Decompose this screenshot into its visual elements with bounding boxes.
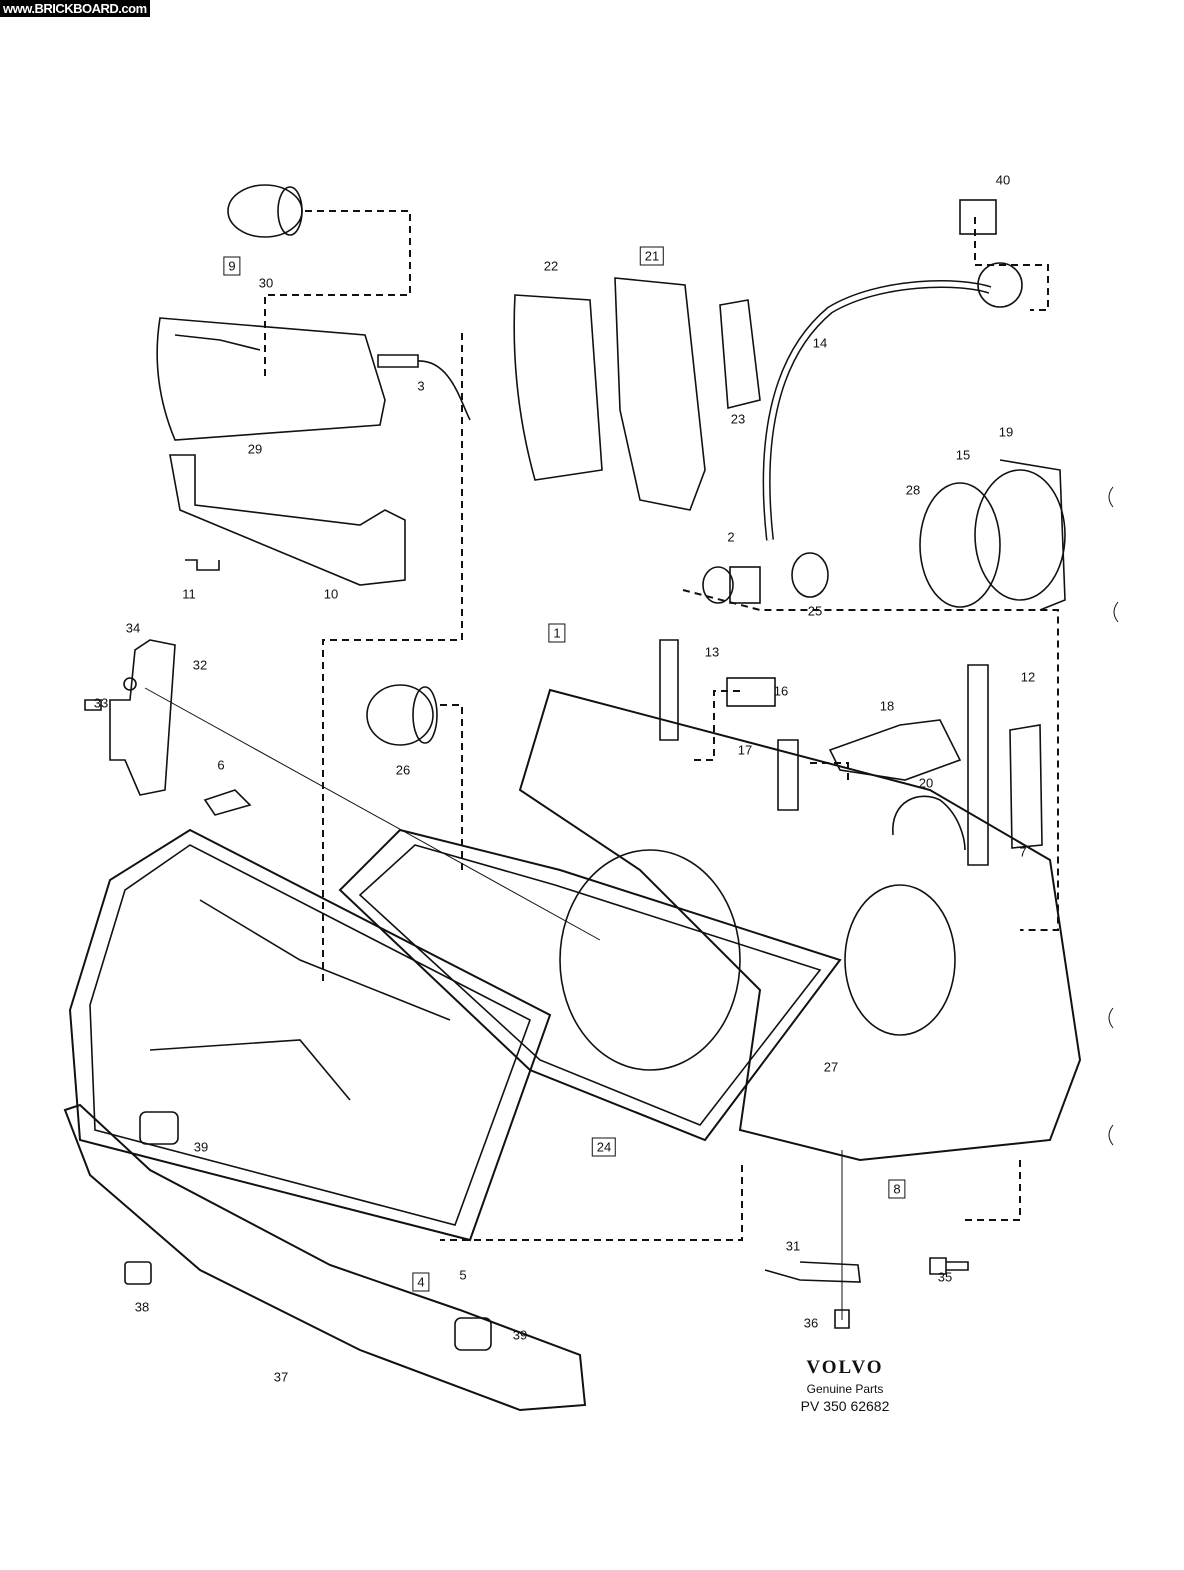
callout-15: 15: [955, 447, 971, 463]
bracket-31: [764, 1261, 861, 1283]
lens-4: [68, 828, 552, 1242]
callout-6: 6: [217, 757, 225, 773]
callout-26: 26: [395, 762, 411, 778]
bulb-cap-30: [227, 184, 303, 238]
screw-35: [929, 1257, 969, 1275]
callout-2: 2: [727, 529, 735, 545]
callout-5: 5: [459, 1267, 467, 1283]
clip-6: [203, 789, 252, 816]
gasket-22: [513, 294, 603, 481]
callout-19: 19: [998, 424, 1014, 440]
callout-14: 14: [812, 335, 828, 351]
adjuster-17: [777, 739, 799, 811]
plug-socket: [977, 262, 1023, 308]
callout-10: 10: [323, 586, 339, 602]
brand-logo: VOLVO: [806, 1357, 884, 1378]
callout-39-left: 39: [193, 1139, 209, 1155]
leader-lines: [264, 210, 1059, 1241]
tab-7: [1009, 724, 1043, 849]
part-number: PV 350 62682: [800, 1398, 890, 1414]
callout-9: 9: [223, 256, 241, 276]
headlight-housing: [518, 688, 1082, 1162]
bulb-2: [702, 566, 761, 604]
screw-33: [84, 699, 102, 711]
bracket-32: [109, 639, 176, 796]
callout-3: 3: [417, 378, 425, 394]
callout-30: 30: [258, 275, 274, 291]
callout-36: 36: [803, 1315, 819, 1331]
callout-32: 32: [192, 657, 208, 673]
trim-strip-37: [63, 1103, 587, 1412]
callout-27: 27: [823, 1059, 839, 1075]
callout-35: 35: [937, 1269, 953, 1285]
clip-38: [124, 1261, 152, 1285]
callout-31: 31: [785, 1238, 801, 1254]
screw-11: [185, 559, 220, 571]
callout-38: 38: [134, 1299, 150, 1315]
watermark: www.BRICKBOARD.com: [0, 0, 150, 17]
spring-20: [892, 795, 966, 851]
callout-16: 16: [773, 683, 789, 699]
callout-28: 28: [905, 482, 921, 498]
tab-23: [719, 299, 761, 410]
callout-39-right: 39: [512, 1327, 528, 1343]
bulb-cap-26: [366, 684, 438, 746]
callout-21: 21: [639, 246, 665, 266]
bulb-3: [377, 354, 471, 421]
binder-marks: [1108, 486, 1119, 1146]
callout-40: 40: [995, 172, 1011, 188]
callout-13: 13: [704, 644, 720, 660]
callout-33: 33: [93, 695, 109, 711]
ring-15-19: [919, 459, 1066, 611]
reflector-bowl: [844, 884, 956, 1036]
callout-29: 29: [247, 441, 263, 457]
callout-37: 37: [273, 1369, 289, 1385]
cap-39b: [454, 1317, 492, 1351]
callout-17: 17: [737, 742, 753, 758]
frame-24: [338, 828, 842, 1142]
connector-40: [959, 199, 997, 235]
switch-16: [726, 677, 776, 707]
callout-7: 7: [1019, 844, 1027, 860]
callout-34: 34: [125, 620, 141, 636]
bulb-18: [828, 719, 962, 781]
callout-11: 11: [182, 586, 196, 602]
holder-25: [791, 552, 829, 598]
callout-24: 24: [591, 1137, 617, 1157]
adjuster-12: [967, 664, 989, 866]
callout-18: 18: [879, 698, 895, 714]
main-reflector: [559, 849, 741, 1071]
callout-20: 20: [918, 775, 934, 791]
callout-22: 22: [543, 258, 559, 274]
callout-12: 12: [1020, 669, 1036, 685]
cover-21: [614, 277, 706, 511]
fog-reflector-29: [156, 317, 386, 441]
harness-14: [762, 280, 992, 541]
brand-block: VOLVO Genuine Parts PV 350 62682: [790, 1357, 900, 1414]
callout-4: 4: [412, 1272, 430, 1292]
bracket-10: [169, 454, 406, 586]
adjuster-13: [659, 639, 679, 741]
screw-36: [834, 1309, 850, 1329]
cap-39a: [139, 1111, 179, 1145]
callout-23: 23: [730, 411, 746, 427]
callout-1: 1: [548, 623, 566, 643]
callout-25: 25: [807, 603, 823, 619]
callout-8: 8: [888, 1179, 906, 1199]
brand-subtitle: Genuine Parts: [806, 1382, 884, 1396]
